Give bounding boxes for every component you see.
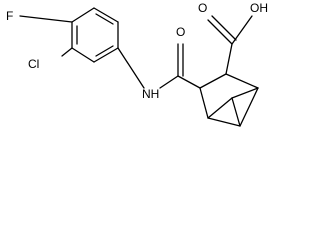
acid-c-o-double-1 xyxy=(207,19,233,45)
ring-bond-4 xyxy=(71,47,95,63)
chemical-structure: F Cl NH O O OH xyxy=(6,1,268,127)
ring-bond-1 xyxy=(93,7,119,23)
acid-oxygen-label: O xyxy=(198,1,207,15)
carbonyl-to-cage-bond xyxy=(177,75,201,89)
ring-bond-3 xyxy=(93,47,119,63)
hydroxyl-label: OH xyxy=(250,1,268,15)
cage-bond-3 xyxy=(199,87,209,119)
cage-bridge-3 xyxy=(231,97,241,127)
cage-bridge-1 xyxy=(207,97,233,119)
fluorine-label: F xyxy=(6,9,13,23)
cage-bond-2 xyxy=(225,73,259,89)
ring-to-nh-bond xyxy=(117,47,145,89)
amide-oxygen-label: O xyxy=(176,25,185,39)
acid-c-o-double-2 xyxy=(211,15,237,41)
cage-bond-4 xyxy=(207,117,241,127)
structure-canvas: F Cl NH O O OH xyxy=(6,1,268,127)
c-cl-bond xyxy=(61,47,73,57)
acid-c-oh-bond xyxy=(231,15,253,45)
nh-to-carbonyl-bond xyxy=(159,75,179,89)
cage-to-acid-bond xyxy=(225,43,233,75)
cage-bridge-2 xyxy=(231,87,259,99)
cage-bond-1 xyxy=(199,73,227,89)
chlorine-label: Cl xyxy=(28,57,39,71)
ring-double-bond-1 xyxy=(95,13,114,25)
c-f-bond xyxy=(19,15,73,23)
ring-bond-6 xyxy=(71,7,95,23)
cage-bond-5 xyxy=(239,87,259,127)
ring-double-bond-2 xyxy=(95,45,114,57)
nh-label: NH xyxy=(142,87,159,101)
